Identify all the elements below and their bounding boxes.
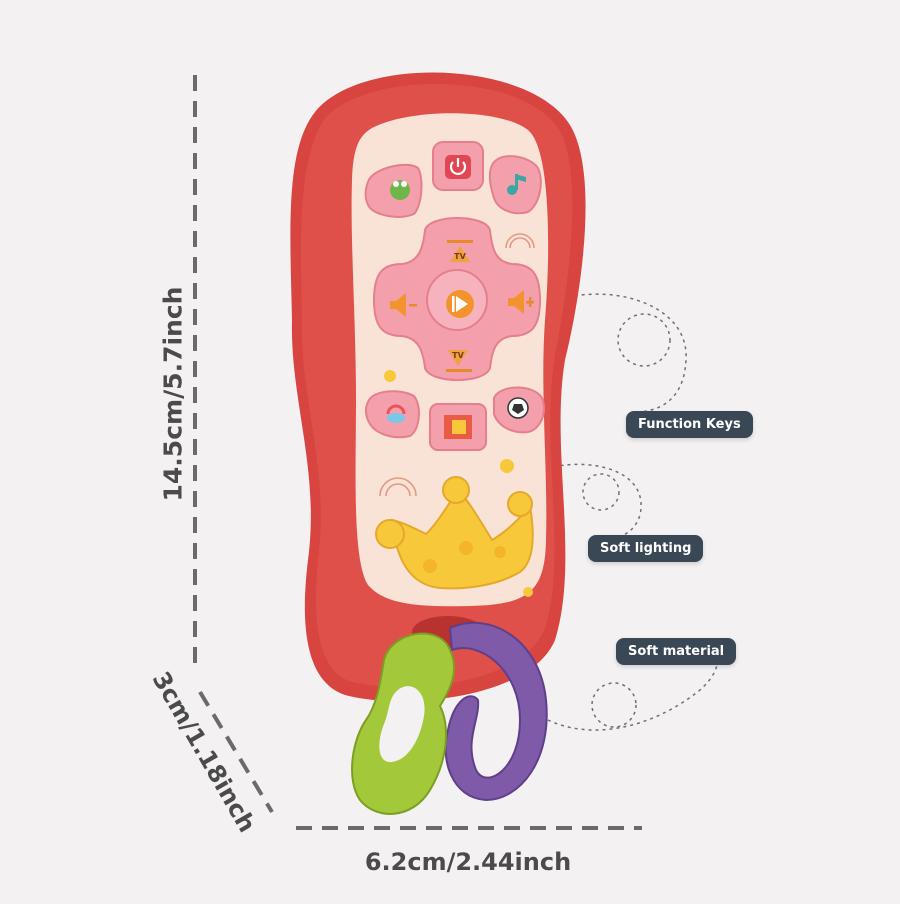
tv-up-label: TV — [454, 252, 466, 261]
d-pad: TV TV — [372, 217, 542, 381]
frog-icon — [390, 180, 410, 200]
depth-dimension-line — [198, 690, 274, 814]
dimension-lines — [193, 75, 642, 830]
power-icon — [449, 158, 467, 175]
rainbow-cloud-icon — [386, 404, 406, 423]
volume-up-icon — [508, 290, 534, 314]
volume-down-icon — [390, 293, 417, 317]
crown-light — [375, 476, 534, 590]
tv-up-icon — [450, 246, 470, 262]
flower-icons — [384, 370, 533, 597]
height-dimension-label: 14.5cm/5.7inch — [158, 286, 188, 502]
decorative-doodles — [379, 233, 535, 497]
tv-down-icon — [448, 350, 468, 366]
callout-decorations — [539, 293, 718, 731]
width-dimension-label: 6.2cm/2.44inch — [364, 848, 572, 876]
remote-control: TV TV — [290, 72, 586, 702]
teething-rings — [351, 621, 548, 815]
soft-lighting-callout: Soft lighting — [588, 535, 704, 562]
green-ring-hole — [379, 686, 425, 763]
play-icon — [456, 296, 468, 312]
tv-down-label: TV — [452, 351, 464, 360]
purple-teething-ring — [444, 621, 548, 802]
soft-material-callout: Soft material — [616, 638, 737, 665]
music-note-icon — [507, 174, 526, 195]
function-keys-callout: Function Keys — [626, 411, 753, 438]
